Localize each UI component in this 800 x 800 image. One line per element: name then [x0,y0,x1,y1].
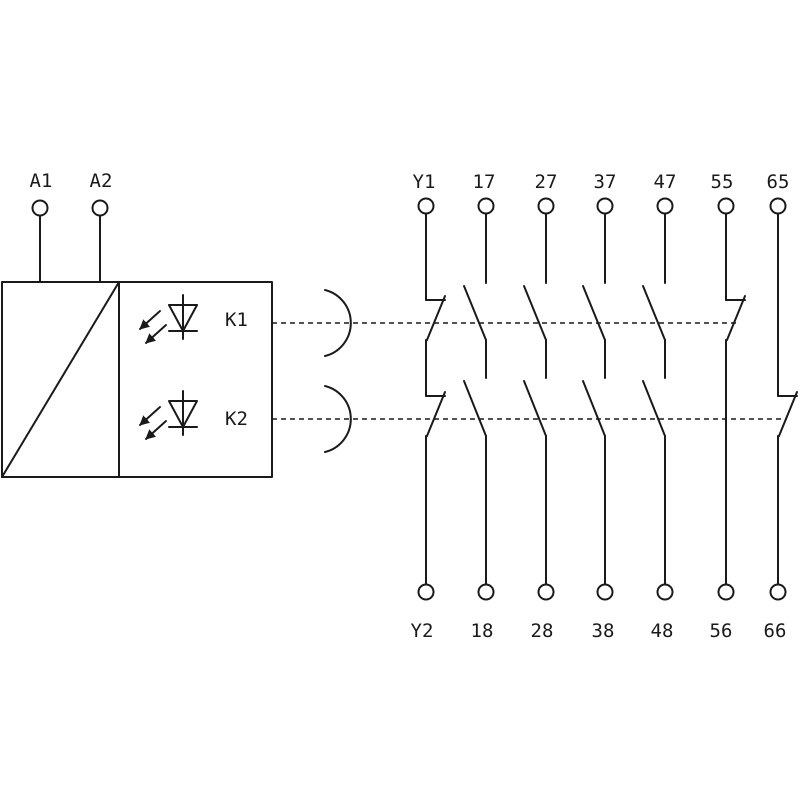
led-k2-icon [139,390,198,440]
terminal-a2 [91,199,109,217]
label-y1: Y1 [413,171,436,193]
actuator-k1 [324,289,352,357]
contact-column-17-18 [463,213,487,585]
terminal-y2 [417,583,435,601]
label-k1: K1 [225,309,248,331]
coil-terminal-a1: A1 [30,170,53,283]
label-17: 17 [473,171,496,193]
label-55: 55 [711,171,734,193]
actuator-k2 [324,385,352,453]
label-y2: Y2 [411,620,434,642]
label-27: 27 [535,171,558,193]
terminal-47 [656,197,674,215]
relay-module: K1 K2 [1,281,273,478]
bottom-terminals: Y2 18 28 38 48 56 66 [411,583,787,642]
contact-column-65-66 [777,213,798,585]
led-k1-icon [139,294,198,344]
label-37: 37 [594,171,617,193]
terminal-65 [769,197,787,215]
terminal-38 [596,583,614,601]
label-a2: A2 [90,170,113,192]
terminal-27 [537,197,555,215]
label-28: 28 [531,620,554,642]
contact-column-47-48 [642,213,666,585]
label-48: 48 [651,620,674,642]
terminal-28 [537,583,555,601]
label-56: 56 [710,620,733,642]
label-38: 38 [592,620,615,642]
label-18: 18 [471,620,494,642]
terminal-37 [596,197,614,215]
terminal-a1 [31,199,49,217]
terminal-y1 [417,197,435,215]
converter-diagonal [1,281,120,478]
coil-terminal-a2: A2 [90,170,113,283]
terminal-55 [717,197,735,215]
terminal-66 [769,583,787,601]
contact-column-55-56 [725,213,746,585]
contact-column-37-38 [582,213,606,585]
label-66: 66 [764,620,787,642]
terminal-56 [717,583,735,601]
label-a1: A1 [30,170,53,192]
label-k2: K2 [225,408,248,430]
label-65: 65 [767,171,790,193]
top-terminals: Y1 17 27 37 47 55 65 [413,171,790,215]
label-47: 47 [654,171,677,193]
contact-column-27-28 [523,213,547,585]
module-outline [1,281,273,478]
terminal-48 [656,583,674,601]
terminal-18 [477,583,495,601]
terminal-17 [477,197,495,215]
contact-column-y1-y2 [425,213,446,585]
